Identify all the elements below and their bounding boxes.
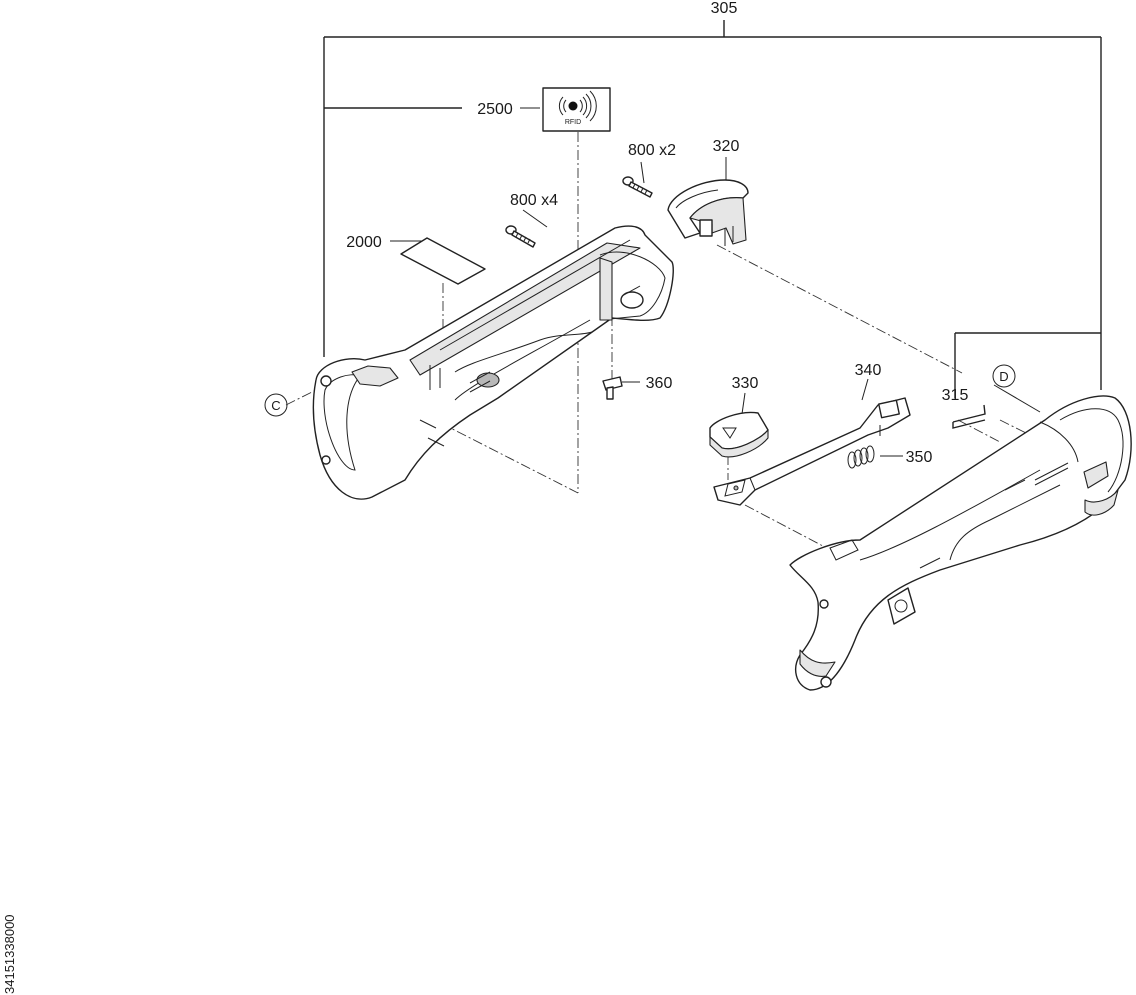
label-2500: 2500 (477, 101, 513, 118)
end-cap-320 (667, 179, 749, 246)
wire-clip-315 (952, 404, 986, 429)
label-340: 340 (855, 362, 882, 379)
reference-label-c: C (271, 398, 280, 413)
label-305: 305 (711, 0, 738, 17)
document-number: 34151338000 (2, 914, 17, 994)
label-2000: 2000 (346, 234, 382, 251)
spring-350 (847, 445, 875, 469)
latch-pin-360 (602, 376, 623, 400)
label-320: 320 (713, 138, 740, 155)
screw-800x2 (622, 176, 653, 198)
screw-800x4 (505, 225, 536, 248)
label-330: 330 (732, 375, 759, 392)
reference-label-d: D (999, 369, 1008, 384)
reference-circles: C D (264, 364, 1016, 417)
label-800x4: 800 x4 (510, 192, 558, 209)
housing-half-left (312, 225, 674, 500)
switch-slider-340 (713, 397, 911, 506)
housing-half-right (789, 395, 1132, 691)
leader-lines (390, 107, 1041, 457)
label-360: 360 (646, 375, 673, 392)
reference-circle-c (264, 393, 288, 417)
label-315: 315 (942, 387, 969, 404)
rfid-text: RFID (565, 119, 581, 126)
switch-button-330 (709, 411, 769, 458)
part-labels: 305 2500 2000 800 x4 800 x2 320 360 330 … (346, 0, 968, 466)
assembly-center-lines (285, 132, 1041, 556)
label-800x2: 800 x2 (628, 142, 676, 159)
reference-circle-d (992, 364, 1016, 388)
label-350: 350 (906, 449, 933, 466)
label-sticker-2000 (400, 237, 486, 285)
rfid-tag-2500: RFID (542, 87, 611, 132)
assembly-305-bracket (323, 20, 1102, 398)
